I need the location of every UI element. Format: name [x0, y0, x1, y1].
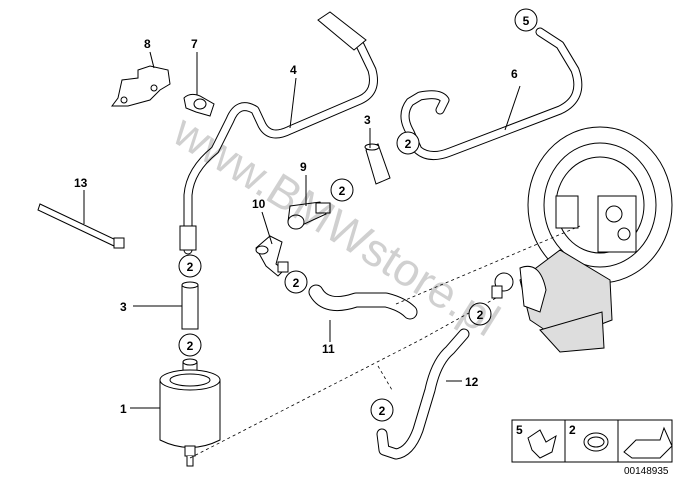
circled-ref-hose6: 2 [396, 131, 420, 155]
leader-4 [289, 77, 297, 129]
pipe-3-left[interactable] [181, 281, 199, 330]
svg-text:2: 2 [293, 276, 300, 290]
cable-tie-13[interactable] [37, 203, 125, 249]
circled-ref-fitting9: 2 [284, 270, 308, 294]
dash-filter-to-pump [189, 297, 497, 459]
label-8: 8 [144, 37, 151, 51]
svg-text:5: 5 [523, 14, 530, 28]
svg-text:2: 2 [477, 308, 484, 322]
circled-ref-top-right: 5 [514, 8, 538, 32]
svg-text:2: 2 [339, 184, 346, 198]
clip-icon [527, 429, 557, 459]
label-13: 13 [74, 176, 88, 190]
elbow-10[interactable] [255, 235, 289, 277]
svg-text:2: 2 [405, 137, 412, 151]
label-11: 11 [322, 342, 335, 356]
circled-ref-pipe3-left-bottom: 2 [178, 333, 202, 357]
hose-12[interactable] [376, 328, 470, 460]
bracket-8[interactable] [111, 65, 171, 107]
leader-6 [504, 85, 521, 131]
svg-text:2: 2 [379, 404, 386, 418]
legend-item-5: 5 [516, 423, 523, 437]
circled-ref-hose12-top: 2 [370, 398, 394, 422]
svg-text:2: 2 [187, 339, 194, 353]
fuel-pump-assembly[interactable] [519, 126, 673, 353]
leader-8 [149, 51, 155, 69]
fitting-9[interactable] [287, 201, 331, 230]
fuel-filter[interactable] [159, 358, 221, 467]
pipe-4[interactable] [179, 11, 378, 255]
legend-item-2: 2 [569, 423, 576, 437]
label-3-left: 3 [120, 300, 127, 314]
circled-ref-pipe3-top: 2 [330, 178, 354, 202]
part-number: 00148935 [624, 466, 669, 477]
label-7: 7 [191, 37, 198, 51]
leader-10 [261, 211, 273, 245]
label-10: 10 [252, 197, 266, 211]
legend-box: 5 2 [511, 419, 673, 463]
hose-11[interactable] [308, 284, 418, 320]
arrow-icon [623, 426, 673, 459]
pump-connector[interactable] [491, 272, 514, 299]
hose-6[interactable] [400, 27, 583, 160]
svg-text:2: 2 [187, 260, 194, 274]
label-6: 6 [511, 67, 518, 81]
label-3-middle: 3 [364, 113, 371, 127]
pipe-3-middle[interactable] [364, 143, 391, 185]
label-1: 1 [120, 402, 127, 416]
clip-7[interactable] [183, 93, 215, 117]
circled-ref-hose11: 2 [468, 302, 492, 326]
label-9: 9 [300, 160, 307, 174]
label-12: 12 [465, 375, 479, 389]
circled-ref-pipe4-bottom: 2 [178, 254, 202, 278]
dash-hose12 [377, 365, 393, 391]
label-4: 4 [290, 63, 297, 77]
